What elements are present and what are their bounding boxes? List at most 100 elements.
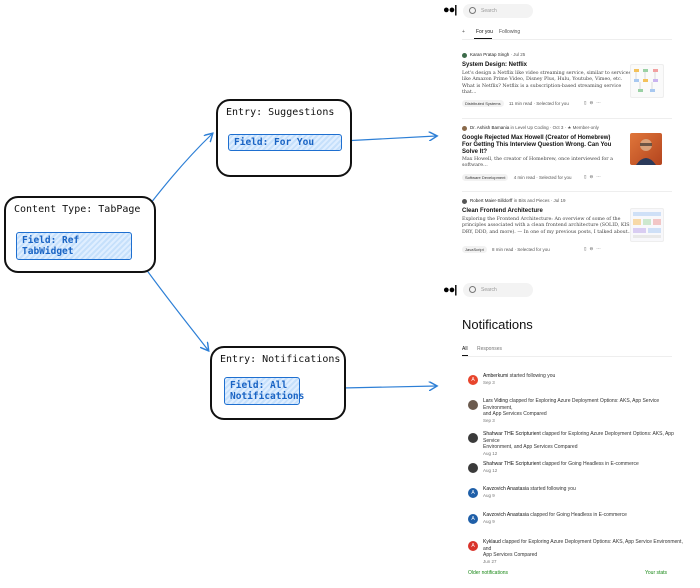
notification-actor[interactable]: Kyklaud: [483, 539, 501, 545]
article-card[interactable]: Robert Maier-Silldorff in Bits and Piece…: [462, 198, 672, 258]
feed-search-input[interactable]: Search: [463, 4, 533, 18]
article-tag[interactable]: Distributed Systems: [462, 100, 504, 107]
more-icon[interactable]: ⋯: [596, 100, 604, 105]
more-icon[interactable]: ⋯: [596, 246, 604, 251]
notification-actor[interactable]: Kavzovich Anastasia: [483, 512, 529, 518]
content-type-node: Content Type: TabPage Field: Ref TabWidg…: [4, 196, 156, 273]
mute-icon[interactable]: ⊖: [589, 246, 597, 251]
tab-all-underline: [462, 355, 468, 356]
older-notifications-link[interactable]: Older notifications: [468, 570, 509, 576]
title-line: Solve It?: [462, 149, 488, 155]
article-thumbnail: [630, 208, 664, 242]
selection-reason: · Selected for you: [533, 101, 569, 106]
article-publication[interactable]: in Level Up Coding: [510, 125, 549, 130]
tab-following[interactable]: Following: [499, 29, 521, 35]
article-author[interactable]: Robert Maier-Silldorff: [470, 198, 513, 203]
article-thumbnail: [630, 133, 662, 165]
notification-text-line-2: App Services Compared: [483, 552, 538, 558]
arrow-to-notifications-page: [341, 386, 436, 388]
article-publication[interactable]: in Bits and Pieces: [513, 198, 550, 203]
tab-add[interactable]: +: [462, 29, 465, 35]
excerpt-line: DRY, DDD, and more). — In one of my prev…: [462, 229, 633, 235]
excerpt-line: Exploring the Frontend Architecture: An …: [462, 217, 621, 222]
notification-date: Sep 3: [483, 417, 495, 423]
mute-icon[interactable]: ⊖: [589, 100, 597, 105]
notification-text: Kyklaud clapped for Exploring Azure Depl…: [483, 539, 683, 565]
notification-actor[interactable]: Shahwar THE Scripturient: [483, 431, 541, 437]
notification-actor[interactable]: Lars Viding: [483, 398, 508, 404]
notifications-search-input[interactable]: Search: [463, 283, 533, 297]
bookmark-icon[interactable]: ▯: [584, 174, 590, 179]
notification-action: clapped for Going Headless in E-commerce: [540, 461, 639, 467]
article-author[interactable]: Karan Pratap Singh: [470, 52, 510, 57]
notifications-entry-title: Entry: Notifications: [220, 354, 341, 365]
notification-avatar[interactable]: A: [468, 375, 478, 385]
notification-avatar[interactable]: [468, 433, 478, 443]
article-tag[interactable]: JavaScript: [462, 246, 487, 253]
notification-actor[interactable]: Kavzovich Anastasia: [483, 486, 529, 492]
article-date: · Oct 3 · ★ Member-only: [549, 125, 599, 130]
bookmark-icon[interactable]: ▯: [584, 246, 590, 251]
notification-date: Aug 12: [483, 450, 498, 456]
notification-avatar[interactable]: [468, 400, 478, 410]
selection-reason: · Selected for you: [514, 247, 550, 252]
bookmark-icon[interactable]: ▯: [584, 100, 590, 105]
tab-for-you[interactable]: For you: [476, 29, 493, 35]
excerpt-line: Max Howell, the creator of Homebrew, onc…: [462, 157, 613, 169]
notification-date: Aug 9: [483, 492, 495, 498]
article-card[interactable]: Karan Pratap Singh · Jul 25 System Desig…: [462, 52, 672, 112]
article-excerpt: Let's design a Netflix like video stream…: [462, 71, 637, 97]
tab-all[interactable]: All: [462, 346, 468, 352]
thumbnail-architecture-graphic: [633, 212, 661, 238]
notifications-entry-node: Entry: Notifications Field: All Notifica…: [210, 346, 346, 420]
title-line: For Getting This Interview Question Wron…: [462, 142, 612, 148]
ref-tabwidget-field: Field: Ref TabWidget: [16, 232, 132, 260]
notification-avatar[interactable]: A: [468, 488, 478, 498]
notification-date: Sep 3: [483, 379, 495, 385]
read-time: 11 min read: [508, 101, 533, 106]
notification-avatar[interactable]: [468, 463, 478, 473]
notifications-heading: Notifications: [462, 317, 533, 332]
excerpt-line: Let's design a Netflix like video stream…: [462, 71, 632, 76]
notification-text: Shahwar THE Scripturient clapped for Exp…: [483, 431, 683, 457]
notification-avatar[interactable]: A: [468, 514, 478, 524]
article-actions: ▯⊖⋯: [584, 100, 604, 106]
article-title[interactable]: System Design: Netflix: [462, 62, 528, 68]
notification-text-line-2: Environment, and App Services Compared: [483, 444, 578, 450]
article-title[interactable]: Clean Frontend Architecture: [462, 208, 543, 214]
more-icon[interactable]: ⋯: [596, 174, 604, 179]
article-excerpt: Exploring the Frontend Architecture: An …: [462, 217, 637, 236]
notification-action: clapped for Exploring Azure Deployment O…: [483, 539, 683, 552]
notifications-search-placeholder: Search: [481, 287, 497, 293]
notification-actor[interactable]: Shahwar THE Scripturient: [483, 461, 541, 467]
article-tag[interactable]: Software Development: [462, 174, 509, 181]
notification-text: Kavzovich Anastasia clapped for Going He…: [483, 512, 683, 525]
feed-search-placeholder: Search: [481, 8, 497, 14]
notification-text-line-2: and App Services Compared: [483, 411, 547, 417]
article-card[interactable]: Dr. Ashish Bamania in Level Up Coding · …: [462, 125, 672, 185]
notification-avatar[interactable]: A: [468, 541, 478, 551]
article-title[interactable]: Google Rejected Max Howell (Creator of H…: [462, 135, 632, 156]
thumbnail-diagram-graphic: [634, 69, 658, 92]
excerpt-line: principles associated with a clean front…: [462, 223, 635, 229]
author-avatar: [462, 53, 467, 58]
read-time: 8 min read: [491, 247, 514, 252]
selection-reason: · Selected for you: [536, 175, 572, 180]
suggestions-entry-node: Entry: Suggestions Field: For You: [216, 99, 352, 177]
article-divider: [462, 191, 672, 192]
read-time: 4 min read: [513, 175, 535, 180]
medium-logo[interactable]: ●●|: [443, 284, 457, 296]
your-stats-link[interactable]: Your stats: [645, 570, 668, 576]
article-author[interactable]: Dr. Ashish Bamania: [470, 125, 510, 130]
all-notifications-line-2: Notifications: [230, 391, 305, 402]
mute-icon[interactable]: ⊖: [589, 174, 597, 179]
tab-responses[interactable]: Responses: [477, 346, 503, 352]
notification-actor[interactable]: Amberkumi: [483, 373, 509, 379]
medium-logo[interactable]: ●●|: [443, 4, 457, 16]
article-excerpt: Max Howell, the creator of Homebrew, onc…: [462, 157, 637, 170]
content-type-title: Content Type: TabPage: [14, 204, 141, 215]
notification-text: Shahwar THE Scripturient clapped for Goi…: [483, 461, 683, 474]
notification-date: Aug 9: [483, 518, 495, 524]
article-actions: ▯⊖⋯: [584, 174, 604, 180]
